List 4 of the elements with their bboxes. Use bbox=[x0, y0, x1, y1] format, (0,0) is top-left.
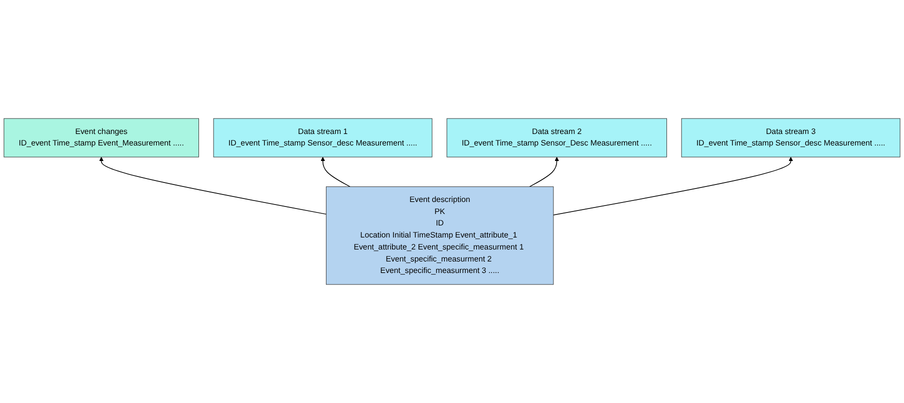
arrow bbox=[320, 156, 350, 188]
arrow bbox=[529, 156, 559, 188]
arrow bbox=[99, 156, 327, 215]
arrow bbox=[553, 156, 793, 216]
